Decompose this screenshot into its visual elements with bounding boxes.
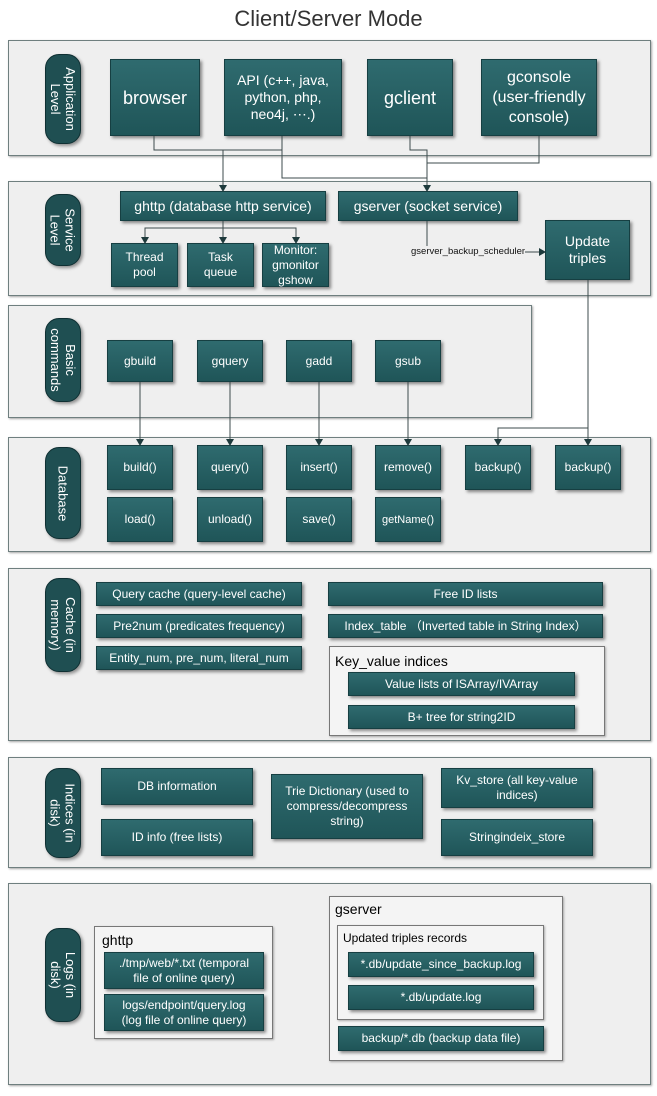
logs-label: Logs (in disk) — [45, 928, 81, 1022]
gadd-box: gadd — [286, 340, 352, 382]
browser-to-ghttp-line — [153, 136, 227, 192]
gserver-service-box: gserver (socket service) — [338, 191, 518, 221]
ghttp-service-box: ghttp (database http service) — [120, 191, 326, 221]
gclient-box: gclient — [367, 59, 453, 136]
basic-commands-label: Basic commands — [45, 318, 81, 402]
build-func-box: build() — [107, 445, 173, 490]
tmp-web-box: ./tmp/web/*.txt (temporal file of online… — [104, 952, 264, 989]
update-triples-to-backup-line — [494, 280, 589, 446]
application-level-label: Application Level — [45, 54, 81, 144]
gconsole-to-gserver-line — [427, 136, 540, 164]
gquery-box: gquery — [197, 340, 263, 382]
stringindex-store-box: Stringindeix_store — [441, 819, 593, 856]
ghttp-logs-title: ghttp — [102, 932, 134, 948]
ghttp-to-thread-pool-line — [141, 221, 224, 244]
api-box: API (c++, java, python, php, neo4j, ⋯.) — [224, 59, 342, 136]
query-log-box: logs/endpoint/query.log (log file of onl… — [104, 994, 264, 1031]
unload-func-box: unload() — [197, 497, 263, 542]
query-cache-box: Query cache (query-level cache) — [96, 582, 302, 606]
api-to-gserver-line — [281, 136, 431, 192]
free-id-lists-box: Free ID lists — [328, 582, 603, 606]
remove-func-box: remove() — [375, 445, 441, 490]
key-value-indices-title: Key_value indices — [335, 653, 448, 669]
api-to-ghttp-line — [223, 136, 283, 151]
load-func-box: load() — [107, 497, 173, 542]
gbuild-box: gbuild — [107, 340, 173, 382]
service-level-label: Service Level — [45, 194, 81, 266]
kv-store-box: Kv_store (all key-value indices) — [441, 768, 593, 808]
update-log-box: *.db/update.log — [348, 985, 534, 1010]
gsub-box: gsub — [375, 340, 441, 382]
index-table-box: Index_table （Inverted table in String In… — [328, 614, 603, 638]
backup-func-box-1: backup() — [465, 445, 531, 490]
scheduler-label: gserver_backup_scheduler — [411, 246, 526, 257]
database-label: Database — [45, 447, 81, 539]
bplus-tree-box: B+ tree for string2ID — [348, 705, 575, 729]
db-information-box: DB information — [101, 768, 253, 805]
update-triples-box: Update triples — [545, 220, 630, 280]
backup-data-file-box: backup/*.db (backup data file) — [338, 1026, 544, 1051]
trie-dictionary-box: Trie Dictionary (used to compress/decomp… — [271, 774, 423, 839]
cache-label: Cache (in memory) — [45, 578, 81, 672]
indices-label: Indices (in disk) — [45, 768, 81, 858]
insert-func-box: insert() — [286, 445, 352, 490]
update-since-backup-box: *.db/update_since_backup.log — [348, 952, 534, 977]
diagram-title: Client/Server Mode — [234, 6, 423, 31]
ghttp-to-monitor-line — [223, 227, 300, 244]
backup-func-box-2: backup() — [555, 445, 621, 490]
gserver-logs-title: gserver — [335, 901, 382, 917]
id-info-box: ID info (free lists) — [101, 819, 253, 856]
entity-num-box: Entity_num, pre_num, literal_num — [96, 646, 302, 670]
thread-pool-box: Thread pool — [111, 243, 178, 287]
save-func-box: save() — [286, 497, 352, 542]
browser-box: browser — [110, 59, 200, 136]
gclient-to-gserver-line — [409, 136, 428, 178]
gconsole-box: gconsole (user-friendly console) — [481, 59, 597, 136]
basic-commands-layer — [8, 305, 532, 418]
monitor-box: Monitor: gmonitor gshow — [262, 243, 329, 287]
value-lists-box: Value lists of ISArray/IVArray — [348, 672, 575, 696]
pre2num-box: Pre2num (predicates frequency) — [96, 614, 302, 638]
updated-triples-records-title: Updated triples records — [343, 931, 468, 945]
getname-func-box: getName() — [375, 497, 441, 542]
